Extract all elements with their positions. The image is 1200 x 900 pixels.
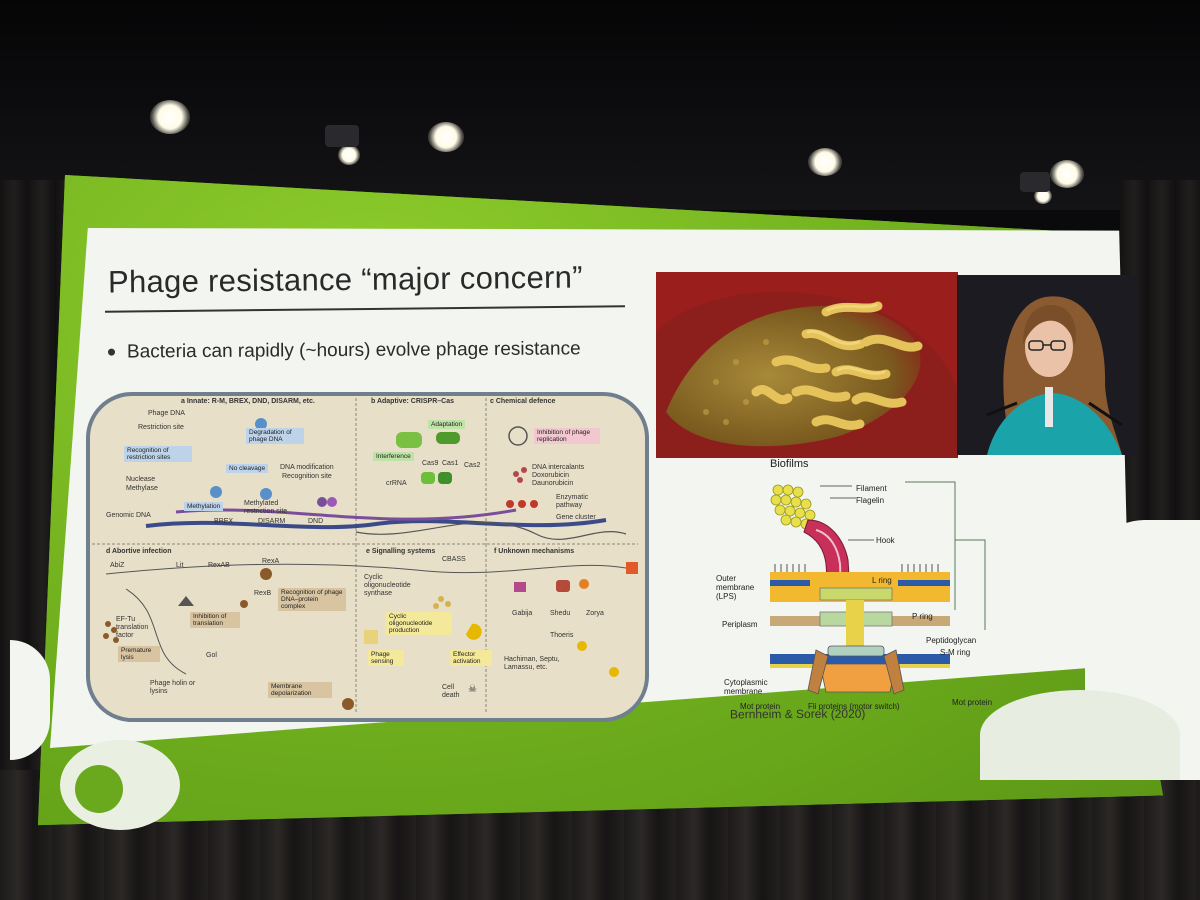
label-p-ring: P ring	[912, 612, 933, 621]
label-rexb: RexB	[254, 590, 272, 597]
label-methylated-site: Methylated restriction site	[244, 500, 288, 515]
stage-light	[1034, 188, 1052, 204]
label-dnd: DND	[308, 518, 324, 525]
label-filament: Filament	[856, 484, 887, 493]
label-phage-dna: Phage DNA	[148, 410, 185, 417]
label-crrna: crRNA	[386, 480, 407, 487]
label-cas2: Cas2	[464, 462, 481, 469]
label-cytoplasmic-membrane: Cytoplasmic membrane	[724, 678, 768, 696]
biofilm-micrograph	[656, 272, 958, 458]
label-methylase: Methylase	[126, 485, 158, 492]
box-interference: Interference	[373, 452, 414, 461]
biofilm-caption: Biofilms	[770, 458, 809, 470]
light-fixture	[1020, 172, 1050, 192]
bullet-text: Bacteria can rapidly (~hours) evolve pha…	[126, 338, 581, 363]
label-genomic-dna: Genomic DNA	[106, 512, 151, 519]
box-methylation: Methylation	[184, 502, 224, 511]
box-inhibition-replication: Inhibition of phage replication	[534, 428, 600, 444]
defence-systems-figure: a Innate: R-M, BREX, DND, DISARM, etc. P…	[86, 384, 649, 724]
stage-light	[338, 145, 360, 165]
box-recognition-complex: Recognition of phage DNA–protein complex	[278, 588, 346, 611]
label-dna-modification: DNA modification	[280, 464, 334, 471]
label-fli-proteins: Fli proteins (motor switch)	[808, 702, 900, 711]
skull-icon: ☠	[468, 684, 477, 695]
label-doxorubicin: Doxorubicin	[532, 472, 569, 479]
panel-b-label: b Adaptive: CRISPR–Cas	[371, 398, 454, 405]
flagellum-diagram	[770, 484, 950, 695]
stage-light	[808, 148, 842, 176]
label-rexab: RexAB	[208, 562, 230, 569]
label-gene-cluster: Gene cluster	[556, 514, 596, 521]
figure-dividers	[92, 398, 638, 714]
label-periplasm: Periplasm	[722, 620, 758, 629]
label-recognition-site: Recognition site	[282, 473, 332, 480]
label-sm-ring: S-M ring	[940, 648, 971, 657]
box-membrane-depolarization: Membrane depolarization	[268, 682, 332, 698]
speaker-image	[957, 275, 1138, 455]
label-enzymatic: Enzymatic pathway	[556, 494, 589, 509]
box-inhibition-translation: Inhibition of translation	[190, 612, 240, 628]
label-shedu: Shedu	[550, 610, 571, 617]
decor-blob	[10, 640, 50, 760]
label-daunorubicin: Daunorubicin	[532, 480, 574, 487]
bullet-point: Bacteria can rapidly (~hours) evolve pha…	[107, 338, 581, 363]
panel-f-label: f Unknown mechanisms	[494, 548, 575, 555]
slide-title: Phage resistance “major concern”	[107, 259, 583, 300]
panel-d-label: d Abortive infection	[106, 548, 172, 555]
box-adaptation: Adaptation	[428, 420, 466, 429]
label-rexa: RexA	[262, 558, 280, 565]
panel-a-label: a Innate: R-M, BREX, DND, DISARM, etc.	[181, 398, 315, 405]
label-l-ring: L ring	[872, 576, 892, 585]
speaker-video	[957, 275, 1138, 455]
stage-light	[1050, 160, 1084, 188]
label-abiz: AbiZ	[110, 562, 125, 569]
stage-light	[150, 100, 190, 134]
label-cas9: Cas9	[422, 460, 439, 467]
label-cbass: CBASS	[442, 556, 466, 563]
label-hachiman: Hachiman, Septu, Lamassu, etc.	[504, 656, 560, 671]
panel-c-label: c Chemical defence	[490, 398, 556, 405]
panel-e-label: e Signalling systems	[366, 548, 436, 555]
label-lit: Lit	[176, 562, 184, 569]
label-disarm: DISARM	[258, 518, 286, 525]
label-gabija: Gabija	[512, 610, 533, 617]
label-holin: Phage holin or lysins	[150, 680, 196, 695]
label-flagelin: Flagelin	[856, 496, 885, 505]
label-mot-protein-right: Mot protein	[952, 698, 993, 707]
box-phage-sensing: Phage sensing	[368, 650, 404, 666]
label-hook: Hook	[876, 536, 895, 545]
biofilm-image	[656, 272, 958, 458]
box-premature-lysis: Premature lysis	[118, 646, 160, 662]
label-brex: BREX	[214, 518, 234, 525]
stage-light	[428, 122, 464, 152]
citation: Bernheim & Sorek (2020)	[729, 706, 866, 722]
label-zorya: Zorya	[586, 610, 604, 617]
label-eftu: EF-Tu translation factor	[116, 616, 149, 639]
flagellum-brackets	[905, 481, 986, 630]
label-cyclic-synthase: Cyclic oligonucleotide synthase	[364, 574, 411, 597]
decor-blob	[980, 690, 1180, 780]
box-no-cleavage: No cleavage	[226, 464, 269, 473]
label-outer-membrane: Outer membrane (LPS)	[716, 574, 755, 601]
decor-circle	[75, 765, 123, 813]
label-peptidoglycan: Peptidoglycan	[926, 636, 977, 645]
box-effector-activation: Effector activation	[450, 650, 492, 666]
box-degradation: Degradation of phage DNA	[246, 428, 304, 444]
label-gol: Gol	[206, 652, 217, 659]
label-nuclease: Nuclease	[126, 476, 156, 483]
label-restriction-site: Restriction site	[138, 424, 184, 431]
label-thoeris: Thoeris	[550, 632, 574, 639]
label-cell-death: Cell death	[442, 684, 460, 699]
label-cas1: Cas1	[442, 460, 459, 467]
light-fixture	[325, 125, 359, 147]
label-intercalants: DNA intercalants	[532, 464, 585, 471]
box-cyclic-production: Cyclic oligonucleotide production	[386, 612, 452, 635]
label-mot-protein-left: Mot protein	[740, 702, 781, 711]
box-recognition: Recognition of restriction sites	[124, 446, 192, 462]
bullet-dot-icon	[107, 349, 116, 357]
ceiling	[0, 0, 1200, 210]
